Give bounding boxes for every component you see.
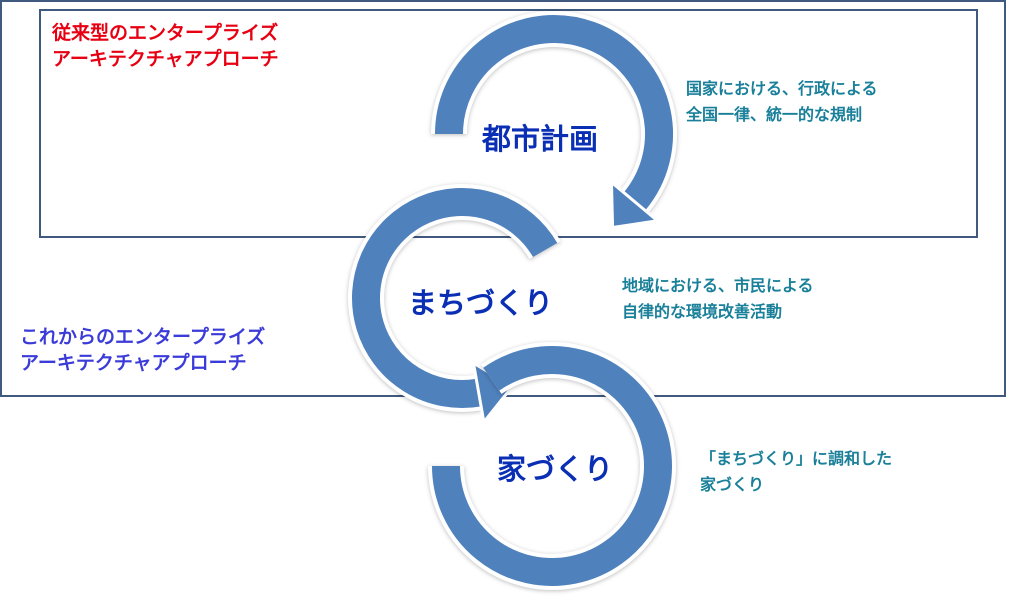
arrow-arc bbox=[352, 188, 558, 408]
arrow-arc bbox=[432, 346, 672, 586]
legacy-approach-frame bbox=[39, 9, 978, 238]
future-title-line2: アーキテクチャアプローチ bbox=[20, 352, 247, 374]
legacy-title-line2: アーキテクチャアプローチ bbox=[52, 48, 279, 70]
arrow-town-development bbox=[348, 184, 561, 426]
note-line: 全国一律、統一的な規制 bbox=[686, 105, 863, 124]
legacy-title-line1: 従来型のエンタープライズ bbox=[52, 22, 279, 44]
note-line: 「まちづくり」に調和した bbox=[700, 449, 893, 468]
stage-label-town-development: まちづくり bbox=[408, 286, 554, 320]
note-line: 家づくり bbox=[700, 475, 765, 494]
stage-label-house-building: 家づくり bbox=[497, 452, 614, 486]
future-title-line1: これからのエンタープライズ bbox=[20, 326, 266, 348]
future-approach-title: これからのエンタープライズ アーキテクチャアプローチ bbox=[20, 324, 265, 376]
stage-label-city-planning: 都市計画 bbox=[482, 122, 599, 156]
note-line: 国家における、行政による bbox=[686, 79, 878, 98]
stage-note-city-planning: 国家における、行政による 全国一律、統一的な規制 bbox=[686, 76, 878, 128]
stage-note-town-development: 地域における、市民による 自律的な環境改善活動 bbox=[622, 273, 814, 325]
arrowhead-icon bbox=[609, 178, 661, 230]
legacy-approach-title: 従来型のエンタープライズ アーキテクチャアプローチ bbox=[52, 20, 279, 72]
arrow-city-planning bbox=[431, 11, 677, 230]
stage-note-house-building: 「まちづくり」に調和した 家づくり bbox=[700, 446, 892, 498]
arrow-arc bbox=[435, 15, 673, 211]
note-line: 自律的な環境改善活動 bbox=[622, 302, 783, 321]
note-line: 地域における、市民による bbox=[622, 276, 814, 295]
arrow-house-building bbox=[428, 342, 676, 590]
